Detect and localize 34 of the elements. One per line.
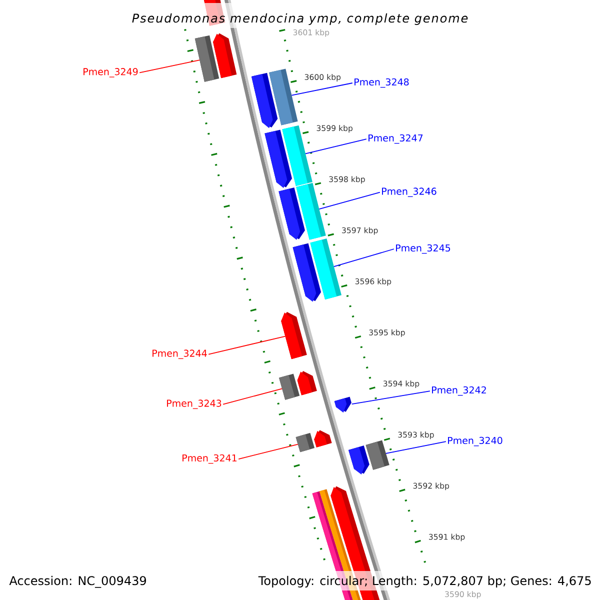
gene-bar [269, 68, 298, 126]
gene-bar [310, 238, 342, 300]
gene-block [334, 396, 352, 413]
leader-line [351, 390, 430, 405]
gene-label: Pmen_3243 [167, 400, 222, 409]
gene-bar [282, 125, 312, 186]
gene-label: Pmen_3248 [354, 78, 409, 88]
gene-label: Pmen_3246 [382, 188, 436, 197]
gene-label: Pmen_3244 [152, 350, 207, 359]
leader-line [208, 336, 286, 355]
gene-block [281, 312, 307, 360]
leader-line [291, 82, 353, 96]
gene-label: Pmen_3247 [368, 134, 423, 144]
gene-bar [296, 432, 315, 452]
footer-text: Topology: circular; Length: 5,072,807 bp; Genes: 4,675 [255, 571, 598, 590]
gene-label: Pmen_3249 [84, 68, 138, 78]
leader-line [334, 248, 394, 268]
gene-block [348, 446, 370, 474]
leader-line [238, 444, 298, 460]
leader-line [305, 138, 367, 154]
leader-line [385, 441, 446, 454]
gene-label: Pmen_3245 [396, 244, 450, 254]
gene-label: Pmen_3241 [182, 454, 236, 464]
leader-line [139, 60, 200, 74]
footer-text: Accession: NC_009439 [9, 576, 146, 588]
gene-block [213, 33, 237, 78]
leader-line [222, 388, 282, 405]
gene-bar [296, 182, 326, 240]
gene-label: Pmen_3240 [448, 436, 502, 446]
gene-bar [366, 440, 390, 470]
gene-bar [278, 374, 300, 400]
gene-label: Pmen_3242 [432, 386, 486, 396]
gene-block [297, 371, 317, 396]
gene-block [314, 430, 332, 448]
